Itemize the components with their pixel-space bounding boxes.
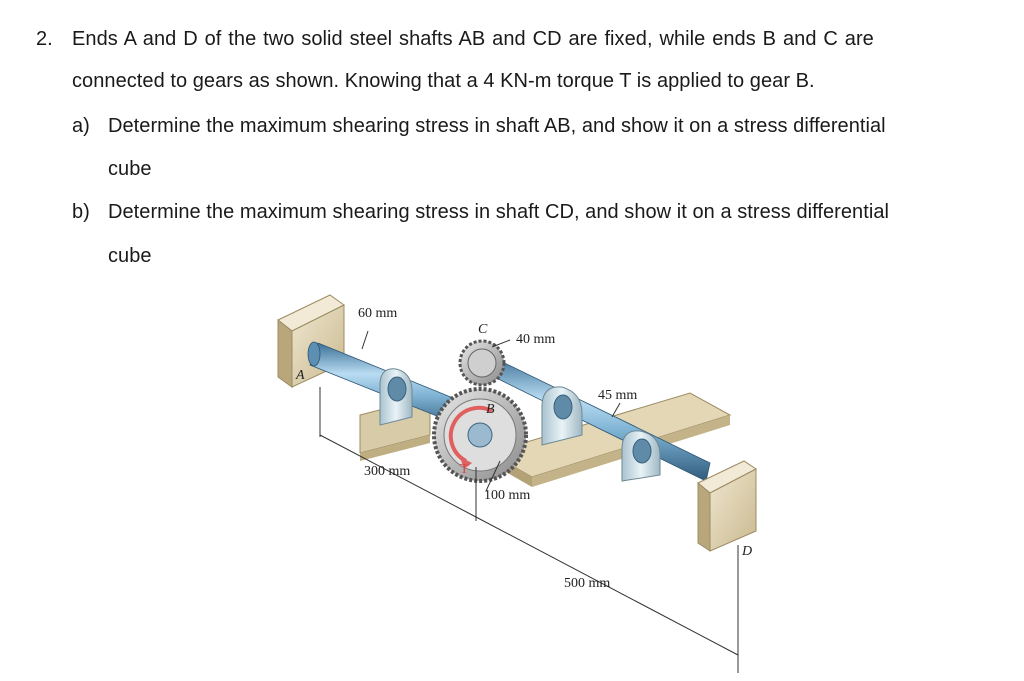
label-shaft-cd-length: 500 mm <box>564 576 610 591</box>
label-gear-b-radius: 100 mm <box>484 488 530 503</box>
gear-b <box>432 387 528 483</box>
label-shaft-ab-length: 300 mm <box>364 464 410 479</box>
part-b-question-line-1: Determine the maximum shearing stress in… <box>108 201 889 223</box>
problem-number: 2. <box>36 28 53 50</box>
part-b-marker: b) <box>72 201 90 223</box>
label-point-d: D <box>741 544 752 559</box>
problem-statement-line-2: connected to gears as shown. Knowing tha… <box>72 70 815 92</box>
bearing-middle <box>541 386 583 446</box>
part-a-question-line-2: cube <box>108 158 152 180</box>
dimension-lines <box>319 330 739 673</box>
label-gear-c-radius: 40 mm <box>516 332 555 347</box>
shaft-gear-diagram: 60 mm 40 mm 45 mm 300 mm 100 mm 500 mm A… <box>277 294 757 673</box>
gear-c <box>458 339 506 387</box>
part-a-question-line-1: Determine the maximum shearing stress in… <box>108 115 886 137</box>
problem-statement-line-1: Ends A and D of the two solid steel shaf… <box>72 28 874 50</box>
label-point-c: C <box>478 322 488 337</box>
label-shaft-ab-diameter: 60 mm <box>358 306 397 321</box>
bearing-left <box>379 368 413 426</box>
label-shaft-cd-diameter: 45 mm <box>598 388 637 403</box>
torque-arrow <box>448 405 493 469</box>
part-b-question-line-2: cube <box>108 245 152 267</box>
fixed-support-d <box>697 460 757 552</box>
label-point-a: A <box>295 368 305 383</box>
part-a-marker: a) <box>72 115 90 137</box>
label-point-b: B <box>486 402 495 417</box>
bearing-right <box>621 430 661 482</box>
label-torque: T <box>460 462 469 477</box>
